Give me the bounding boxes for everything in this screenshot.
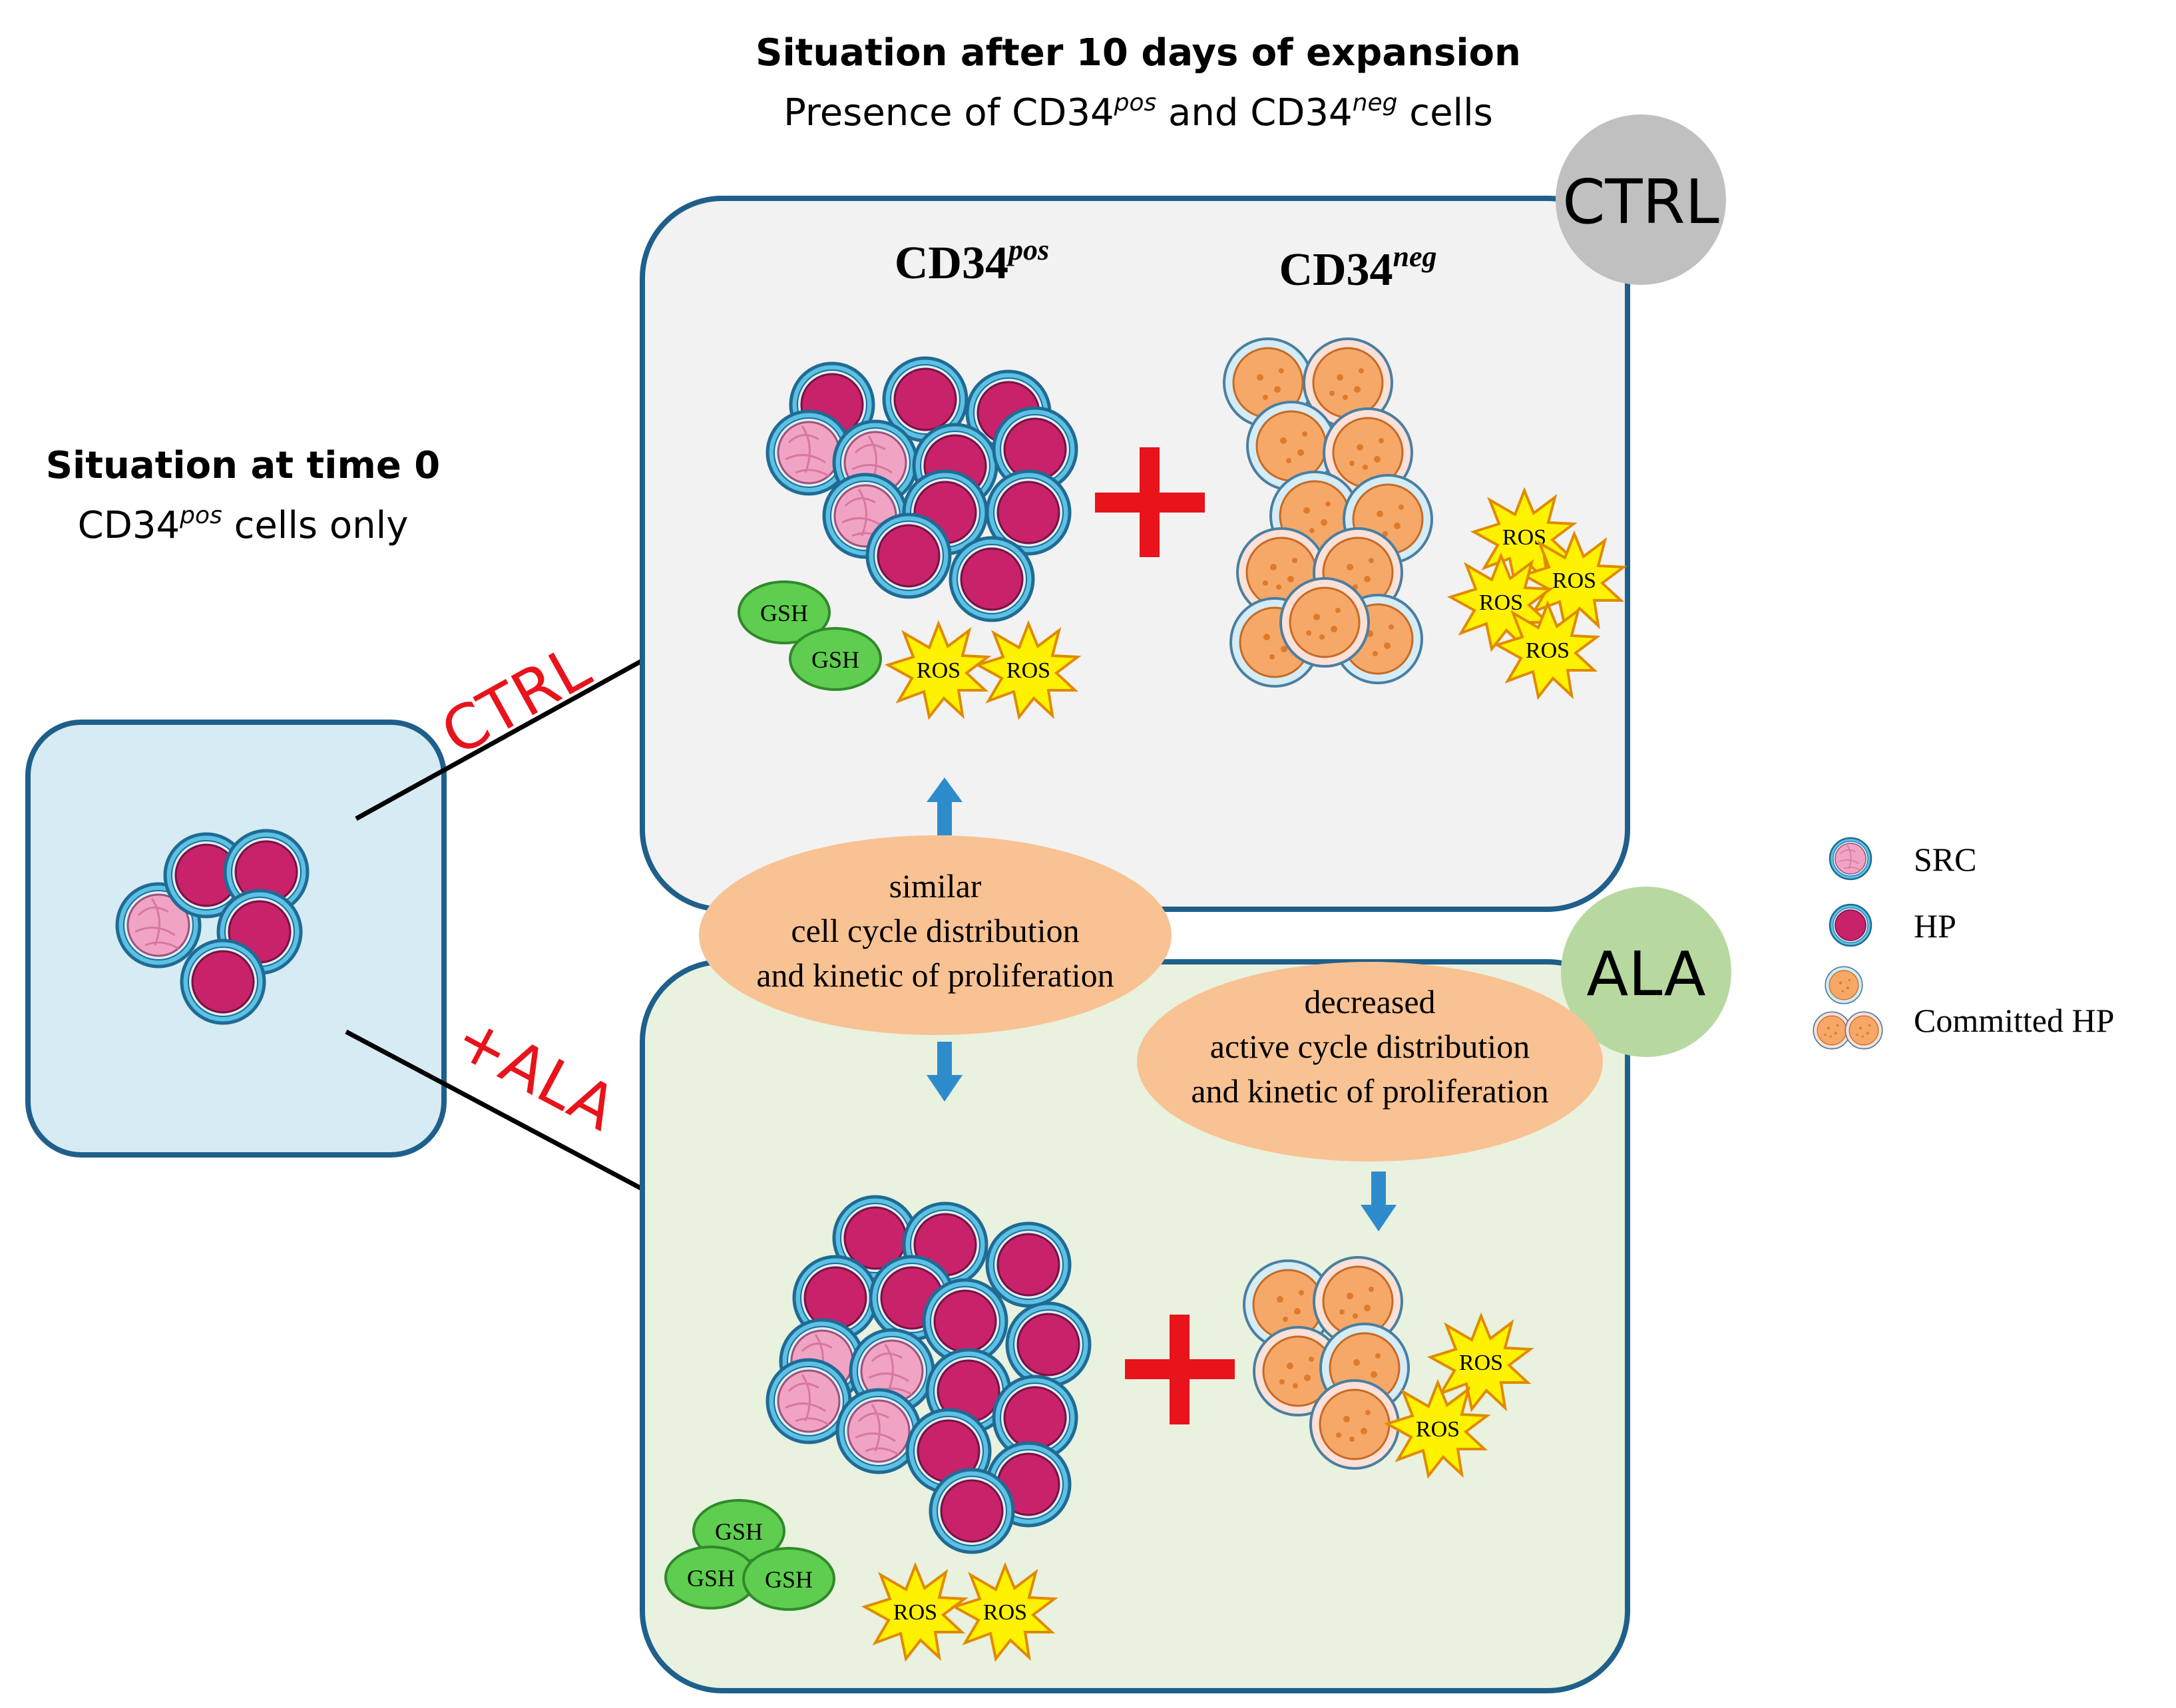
ala-arrow-label: +ALA (444, 1002, 628, 1145)
ctrl-arrow-label: CTRL (430, 632, 602, 770)
ctrl-badge (1556, 114, 1726, 285)
legend-src-icon (1829, 837, 1872, 881)
ros-label: ROS (1459, 1351, 1503, 1375)
decreased-note-line-2: active cycle distribution (1210, 1028, 1530, 1065)
gsh-molecule (742, 1547, 835, 1611)
decreased-note (1137, 962, 1603, 1162)
ros-label: ROS (1552, 568, 1596, 593)
ala-badge (1561, 887, 1731, 1057)
ctrl-badge-label: CTRL (1562, 166, 1719, 238)
ala-gsh-group: GSH GSH GSH (664, 1499, 835, 1611)
gsh-label: GSH (765, 1566, 813, 1593)
legend-label-hp: HP (1914, 907, 1956, 945)
time0-subtitle: CD34pos cells only (78, 502, 409, 547)
ala-neg-ros-group: ROS ROS (1386, 1315, 1532, 1477)
ala-plus-sign (1125, 1315, 1235, 1424)
ros-label: ROS (1526, 638, 1570, 663)
legend-label-committed: Committed HP (1914, 1002, 2114, 1039)
similar-note (699, 835, 1172, 1035)
blue-down-arrow-neg (1361, 1172, 1397, 1231)
similar-note-line-3: and kinetic of proliferation (756, 957, 1114, 994)
gsh-label: GSH (760, 600, 808, 626)
ros-label: ROS (1502, 525, 1546, 550)
header-title: Situation after 10 days of expansion (756, 31, 1521, 75)
similar-note-line-2: cell cycle distribution (791, 912, 1079, 949)
ros-label: ROS (1006, 658, 1050, 683)
legend-hp-icon (1829, 903, 1872, 947)
ala-pos-ros-group: ROS ROS (863, 1564, 1056, 1660)
ala-badge-label: ALA (1586, 939, 1705, 1010)
ctrl-cd34neg-label: CD34neg (1279, 240, 1436, 296)
ctrl-gsh-group: GSH GSH (738, 580, 882, 691)
gsh-label: GSH (715, 1518, 763, 1545)
gsh-molecule (789, 627, 882, 691)
ros-label: ROS (893, 1600, 937, 1625)
time0-title: Situation at time 0 (46, 444, 441, 487)
legend: SRC HP Committed HP (1813, 837, 2114, 1050)
blue-down-arrow (927, 1042, 963, 1102)
ctrl-plus-sign (1095, 447, 1205, 557)
ctrl-pos-ros-group: ROS ROS (887, 622, 1079, 718)
blue-up-arrow (927, 777, 963, 835)
legend-committed-icon (1813, 966, 1883, 1050)
gsh-label: GSH (811, 646, 859, 673)
gsh-molecule (738, 580, 831, 644)
legend-label-src: SRC (1914, 841, 1977, 878)
ctrl-neg-ros-group: ROS ROS ROS ROS (1449, 489, 1625, 698)
decreased-note-line-1: decreased (1304, 983, 1435, 1020)
gsh-label: GSH (687, 1565, 735, 1592)
ros-label: ROS (1416, 1417, 1460, 1442)
ros-label: ROS (1479, 590, 1523, 615)
ctrl-panel (640, 196, 1630, 912)
ros-label: ROS (917, 658, 961, 683)
header-subtitle: Presence of CD34pos and CD34neg cells (783, 89, 1493, 134)
ros-label: ROS (983, 1600, 1027, 1625)
similar-note-line-1: similar (889, 867, 982, 905)
ctrl-cd34pos-label: CD34pos (895, 234, 1049, 289)
decreased-note-line-3: and kinetic of proliferation (1191, 1072, 1548, 1110)
